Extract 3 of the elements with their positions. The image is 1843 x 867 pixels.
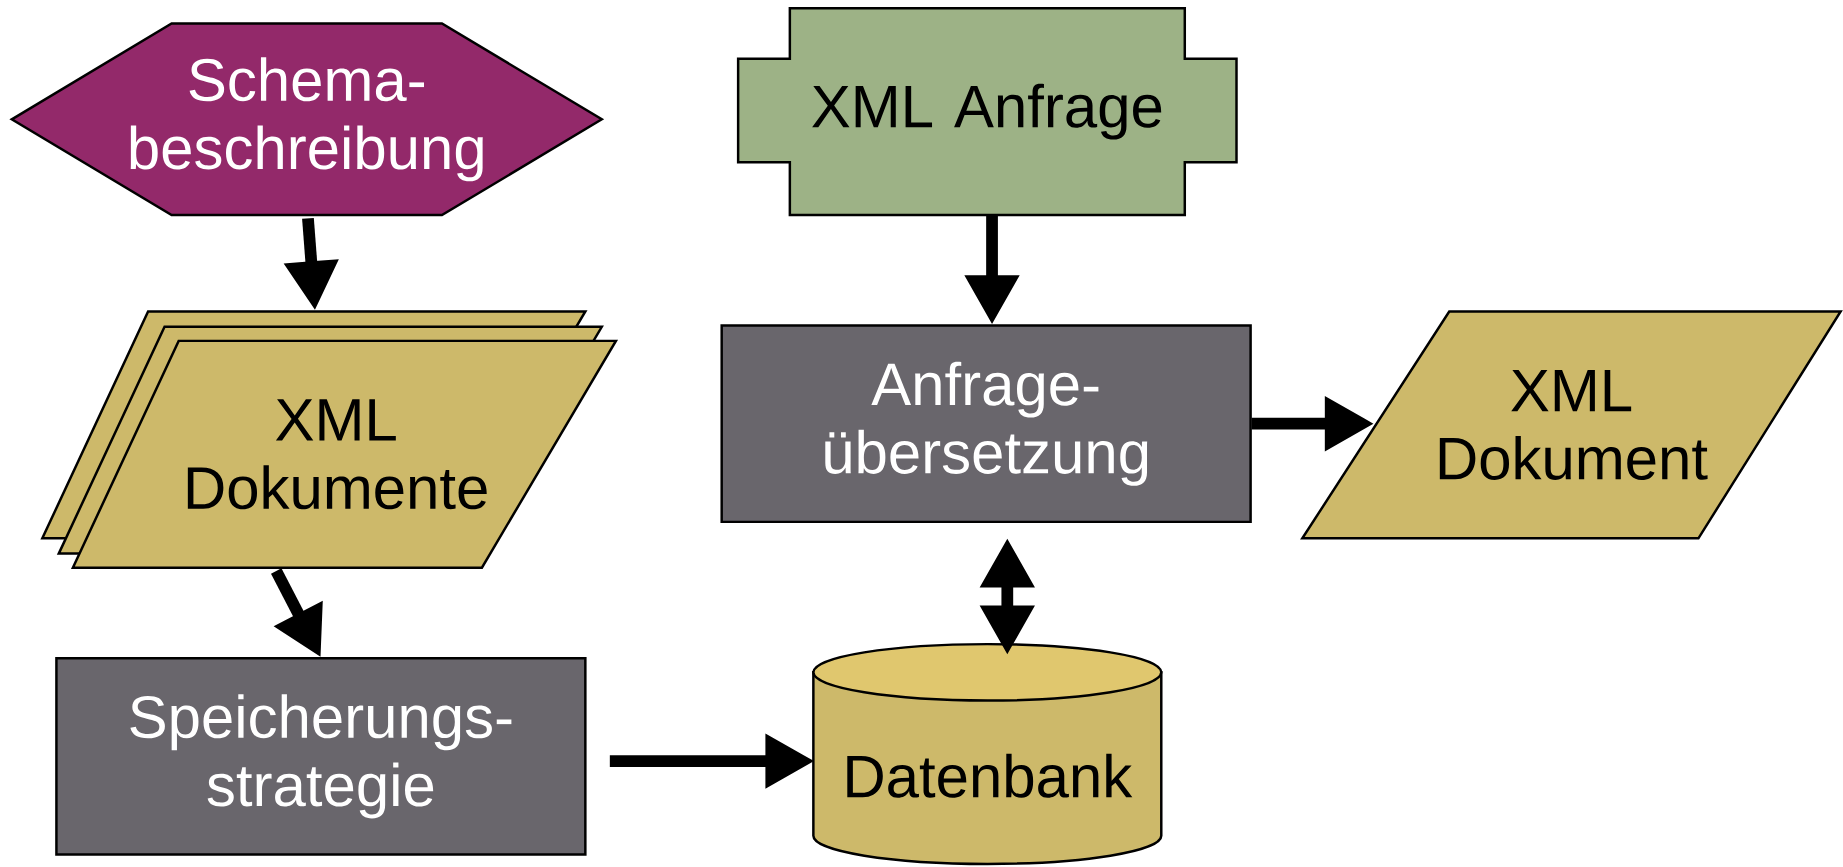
process-box: Anfrage- übersetzung xyxy=(720,324,1252,523)
database-cylinder: Datenbank xyxy=(812,642,1163,865)
process-box: Speicherungs- strategie xyxy=(55,656,587,856)
